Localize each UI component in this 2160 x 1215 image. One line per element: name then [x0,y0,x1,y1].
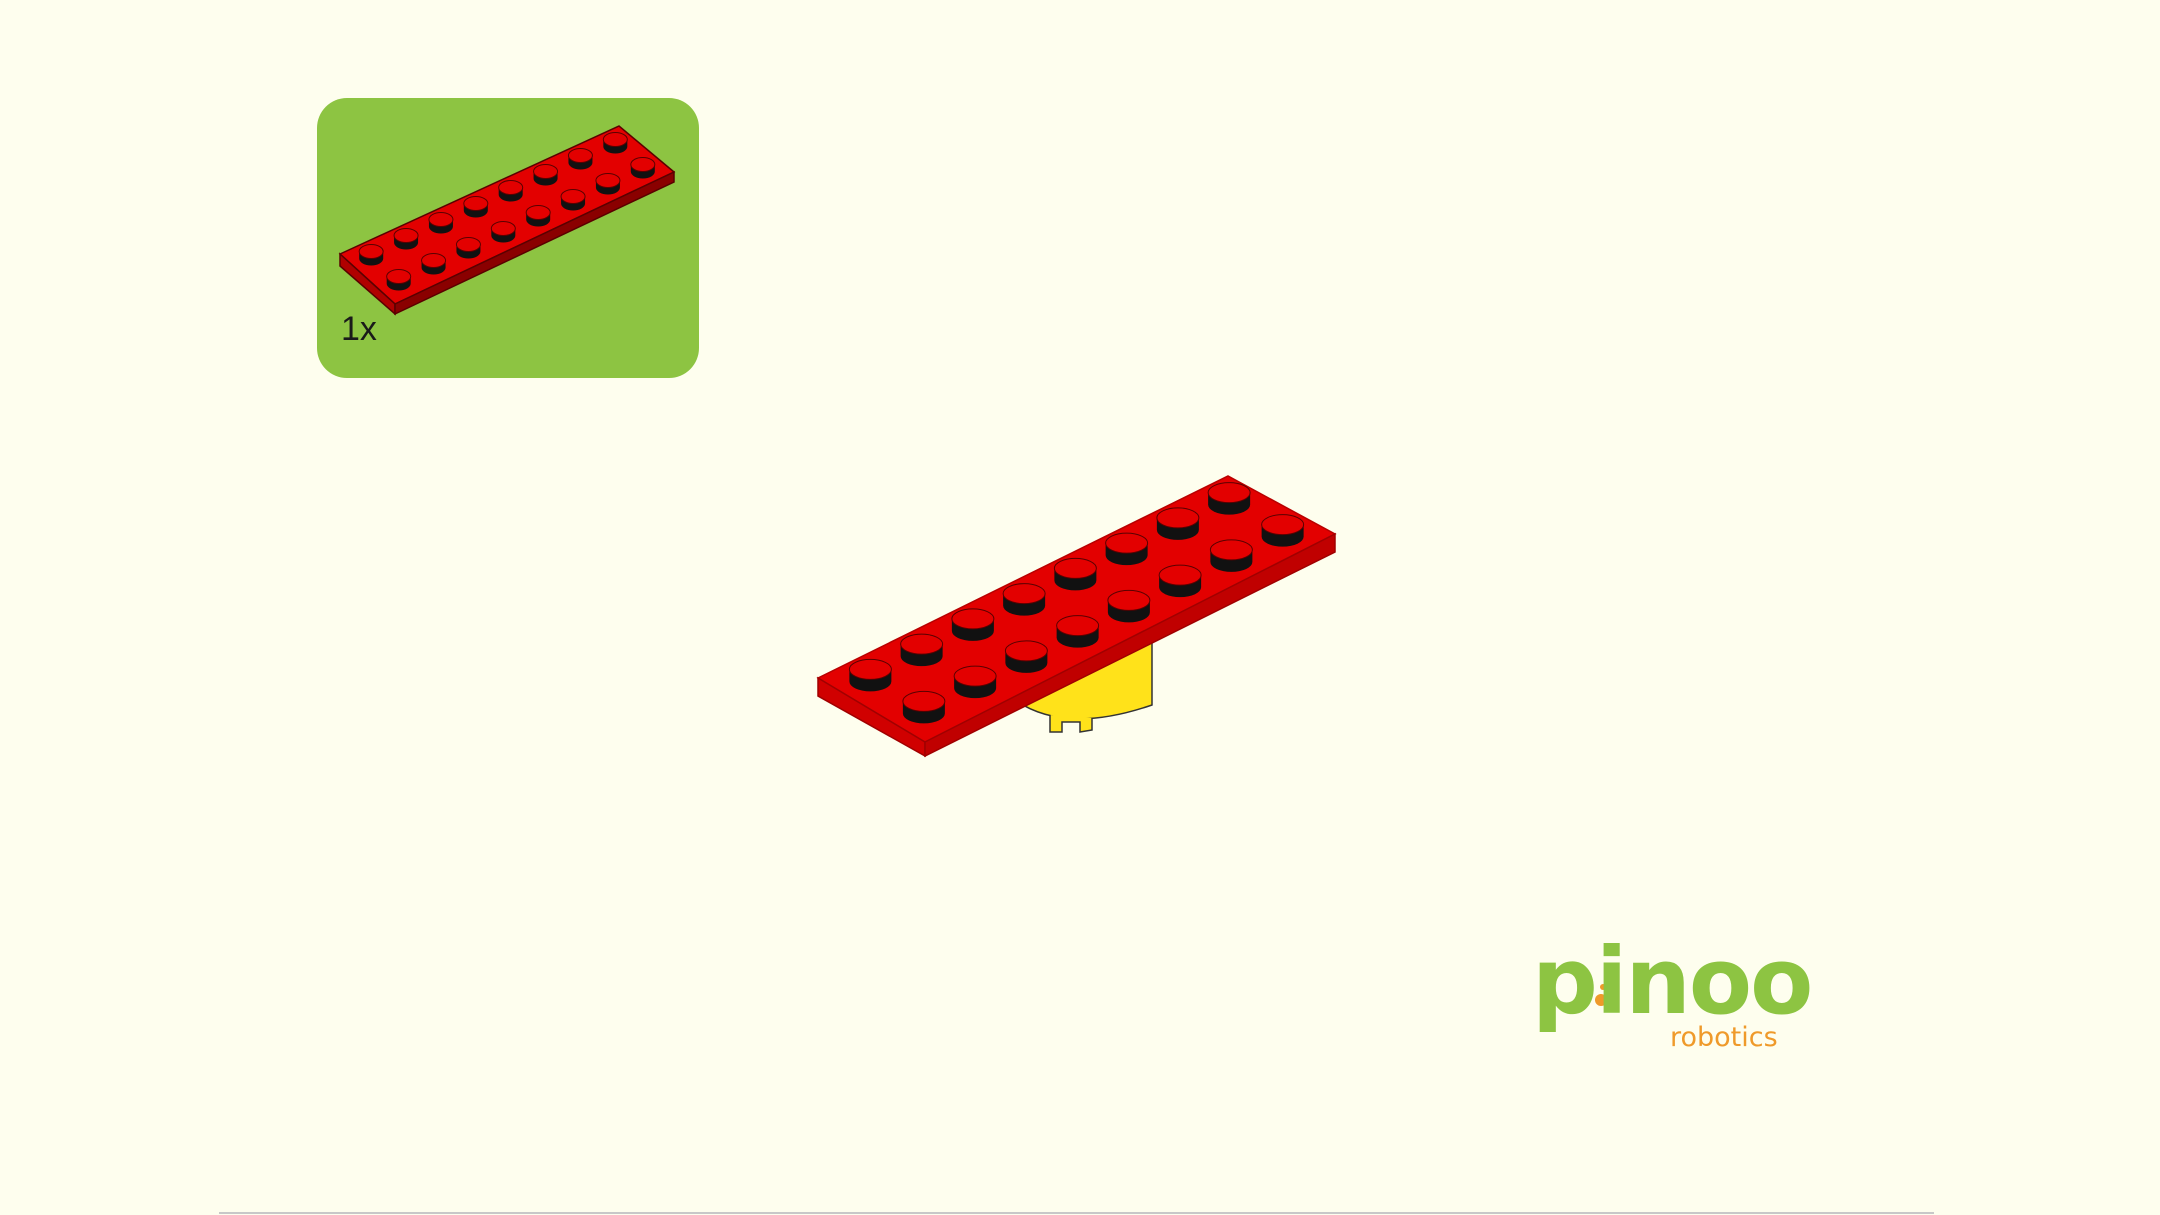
stud-top [498,180,524,195]
stud-top [1107,589,1151,611]
stud-top [567,148,593,163]
stud-top [421,253,447,268]
stud-top [1207,482,1251,504]
stud-top [953,665,997,687]
part-quantity: 1x [341,310,377,348]
stud-top [1156,507,1200,529]
stud-top [463,196,489,211]
stud-top [560,189,586,204]
logo-dots-icon [1588,984,1607,1006]
stud-top [1209,539,1253,561]
stud-top [602,132,628,147]
stud-top [951,608,995,630]
brand-tagline: robotics [1670,1022,1778,1053]
stud-top [1105,532,1149,554]
stud-top [358,244,384,259]
stud-top [630,157,656,172]
stud-top [900,633,944,655]
red-2x8-plate-icon [338,125,676,316]
stud-top [533,164,559,179]
stud-top [1261,514,1305,536]
stud-top [1002,583,1046,605]
stud-top [1053,557,1097,579]
red-2x8-plate [816,475,1337,758]
parts-list-panel: 1x [317,98,699,378]
stud-top [595,173,621,188]
stud-top [386,269,412,284]
stud-top [393,228,419,243]
stud-top [1004,640,1048,662]
stud-top [848,658,892,680]
stud-top [490,221,516,236]
pinoo-robotics-logo: pinoo robotics [1520,928,1813,1096]
stud-top [525,205,551,220]
stud-top [1158,564,1202,586]
stud-top [455,237,481,252]
assembly-illustration [800,460,1360,785]
stud-top [902,690,946,712]
stud-top [428,212,454,227]
stud-top [1056,615,1100,637]
brand-name: pinoo [1532,928,1813,1035]
footer-divider [219,1212,1934,1214]
